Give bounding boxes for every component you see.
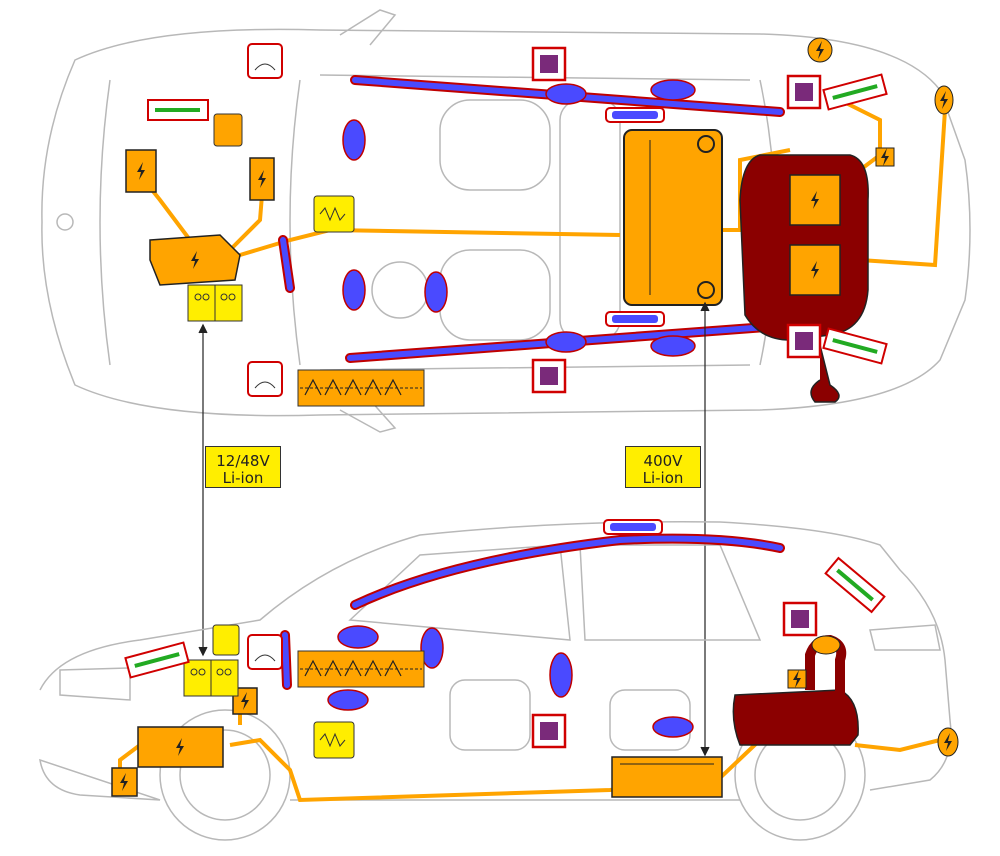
side-view-hv-battery bbox=[611, 756, 723, 798]
label-hv-battery: 400V Li-ion bbox=[625, 446, 701, 488]
label-12v-battery-line2: Li-ion bbox=[222, 469, 264, 487]
side-view-gas-struts bbox=[124, 556, 886, 679]
top-view-airbags bbox=[342, 79, 696, 357]
side-view-taillight bbox=[869, 624, 941, 651]
top-view-hood-line bbox=[99, 79, 111, 366]
top-view-body-outline bbox=[41, 28, 971, 417]
side-view-small-icons bbox=[247, 634, 425, 759]
top-view-front-hv-components bbox=[125, 37, 954, 286]
top-view-seat-front-right bbox=[439, 249, 551, 341]
side-view-headlight bbox=[59, 667, 131, 701]
side-view-curtain-airbag bbox=[280, 519, 785, 690]
top-view-pills bbox=[605, 107, 665, 327]
top-view-small-icons bbox=[213, 43, 425, 407]
top-view-windshield bbox=[289, 79, 301, 366]
side-view-sensors bbox=[531, 601, 818, 749]
side-view-seat-rear bbox=[609, 689, 691, 751]
top-view-steering-wheel bbox=[371, 261, 429, 319]
top-view-fuel-tank bbox=[739, 154, 869, 403]
label-12v-battery: 12/48V Li-ion bbox=[205, 446, 281, 488]
side-view-airbags bbox=[327, 625, 694, 738]
label-hv-battery-line1: 400V bbox=[643, 452, 683, 470]
side-view-12v-battery-cells bbox=[183, 624, 240, 697]
top-view-mirror-right bbox=[339, 399, 397, 433]
label-hv-battery-line2: Li-ion bbox=[642, 469, 684, 487]
side-view-body-outline bbox=[39, 521, 952, 801]
top-view-sensors bbox=[531, 46, 822, 394]
top-view-12v-battery-cells bbox=[187, 284, 243, 322]
top-view-gas-struts bbox=[147, 73, 888, 365]
top-view-rear-bench bbox=[559, 99, 621, 341]
leader-lines bbox=[198, 301, 710, 757]
label-12v-battery-line1: 12/48V bbox=[216, 452, 270, 470]
top-view-seat-front-left bbox=[439, 99, 551, 191]
side-view-front-hv-components bbox=[111, 687, 959, 797]
side-view-front-wheel-rim bbox=[179, 729, 271, 821]
top-view-mirror-left bbox=[339, 9, 397, 46]
side-view-seat-front bbox=[449, 679, 531, 751]
top-view-hv-battery bbox=[623, 129, 723, 306]
top-view-logo bbox=[56, 213, 74, 231]
side-view-windows bbox=[348, 544, 762, 641]
side-view-fuel-tank bbox=[732, 634, 859, 746]
